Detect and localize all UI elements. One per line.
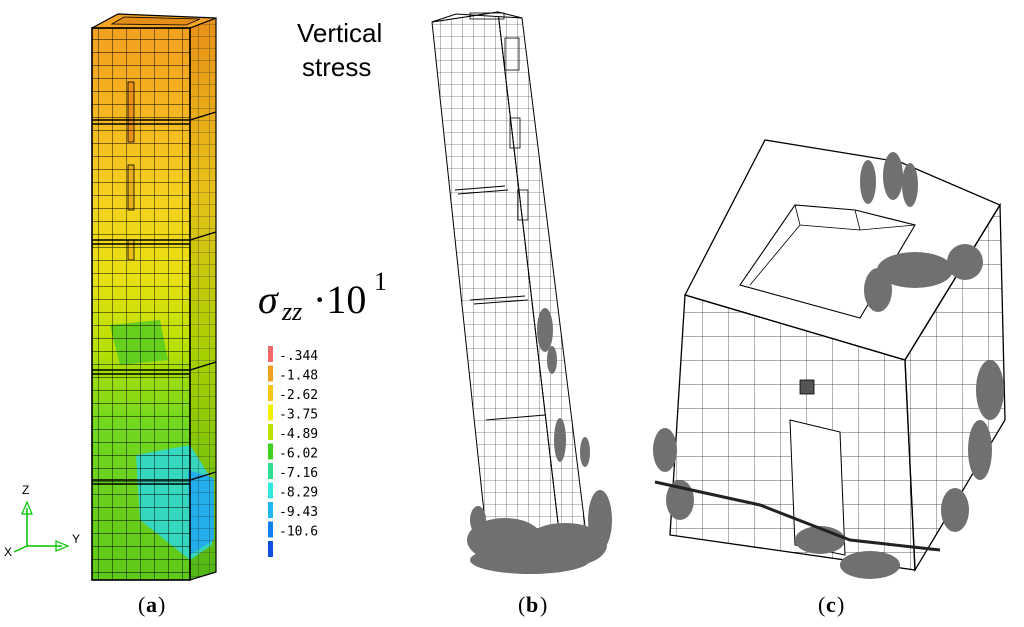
axis-y-label: Y (72, 532, 80, 546)
legend-swatch (268, 346, 273, 362)
panel-b-tower (431, 11, 612, 574)
svg-text:): ) (158, 592, 165, 617)
legend-label: -6.02 (279, 447, 318, 462)
axis-triad: Z Y X (4, 483, 80, 559)
axis-x-label: X (4, 545, 12, 559)
legend-label: -4.89 (279, 427, 318, 442)
legend-label: -2.62 (279, 388, 318, 403)
svg-text:(: ( (518, 592, 525, 617)
legend-swatch (268, 502, 273, 518)
legend-label: -7.16 (279, 466, 318, 481)
legend-label: -3.75 (279, 408, 318, 423)
legend-label: -8.29 (279, 486, 318, 501)
symbol-multiplier: ·10 (313, 277, 366, 322)
panel-c-structure (653, 139, 1006, 579)
legend-swatch (268, 443, 273, 460)
legend-swatch (268, 521, 273, 538)
symbol-sigma: σ (258, 277, 279, 322)
symbol-subscript: zz (281, 297, 302, 326)
caption-c-letter: c (826, 592, 836, 617)
panel-a-tower (91, 13, 217, 581)
svg-text:): ) (540, 592, 547, 617)
panel-b-damage (467, 308, 612, 574)
title-line2: stress (302, 52, 371, 82)
caption-a-letter: a (146, 592, 157, 617)
axis-z-label: Z (22, 483, 29, 497)
legend-swatch (268, 385, 273, 401)
legend-swatch (268, 463, 273, 479)
legend-label: -10.6 (279, 525, 318, 540)
svg-text:(: ( (138, 592, 145, 617)
symbol-exponent: 1 (374, 267, 387, 296)
caption-c: ( c ) (818, 592, 844, 617)
title-line1: Vertical (297, 18, 382, 48)
svg-text:): ) (837, 592, 844, 617)
legend-swatch (268, 482, 273, 499)
caption-b-letter: b (526, 592, 538, 617)
legend-swatch (268, 541, 273, 557)
legend-label: -1.48 (279, 369, 318, 384)
legend-swatch (268, 365, 273, 382)
caption-b: ( b ) (518, 592, 547, 617)
legend-label: -.344 (279, 349, 318, 364)
stress-symbol: σ zz ·10 1 (258, 267, 387, 326)
svg-text:(: ( (818, 592, 825, 617)
color-legend: -.344 -1.48 -2.62 -3.75 -4.89 -6.02 -7.16 -8.29… (268, 346, 318, 557)
legend-swatch (268, 424, 273, 440)
legend-label: -9.43 (279, 505, 318, 520)
caption-a: ( a ) (138, 592, 165, 617)
legend-swatch (268, 404, 273, 421)
